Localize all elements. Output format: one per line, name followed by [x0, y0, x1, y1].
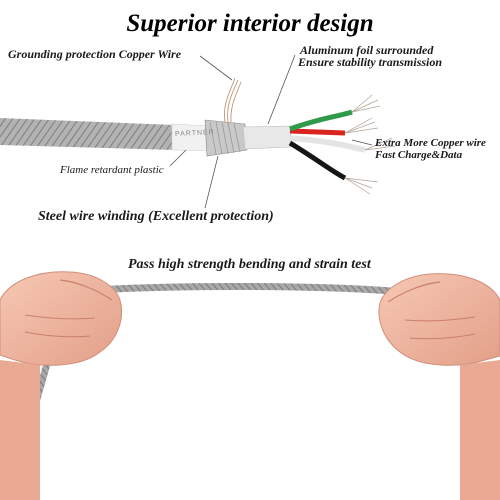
red-wire: [289, 128, 346, 136]
tested-cable: [94, 282, 406, 296]
right-hand: [378, 273, 500, 500]
braided-jacket: [0, 118, 175, 150]
white-wire: [289, 135, 366, 153]
fast-charge-label: Fast Charge&Data: [375, 149, 463, 161]
grounding-copper-label: Grounding protection Copper Wire: [8, 47, 182, 61]
strain-test-label: Pass high strength bending and strain te…: [128, 257, 371, 272]
grounding-copper-wire: [223, 77, 242, 123]
steel-wire-label: Steel wire winding (Excellent protection…: [38, 209, 274, 224]
winding-strands: [209, 121, 241, 155]
left-hand: [0, 271, 123, 500]
flame-retardant-label: Flame retardant plastic: [60, 164, 164, 176]
aluminum-foil: [242, 125, 292, 150]
white-wire-outline: [289, 135, 366, 153]
stability-label: Ensure stability transmission: [298, 55, 443, 69]
green-wire: [289, 109, 353, 132]
page-title: Superior interior design: [126, 10, 374, 37]
callout-lines: [169, 54, 373, 209]
copper-strand-ends: [344, 94, 396, 195]
aluminum-foil-label: Aluminum foil surrounded: [300, 43, 434, 57]
steel-wire-winding: [204, 119, 248, 157]
extra-copper-label: Extra More Copper wire: [375, 137, 486, 149]
black-wire: [288, 140, 347, 181]
